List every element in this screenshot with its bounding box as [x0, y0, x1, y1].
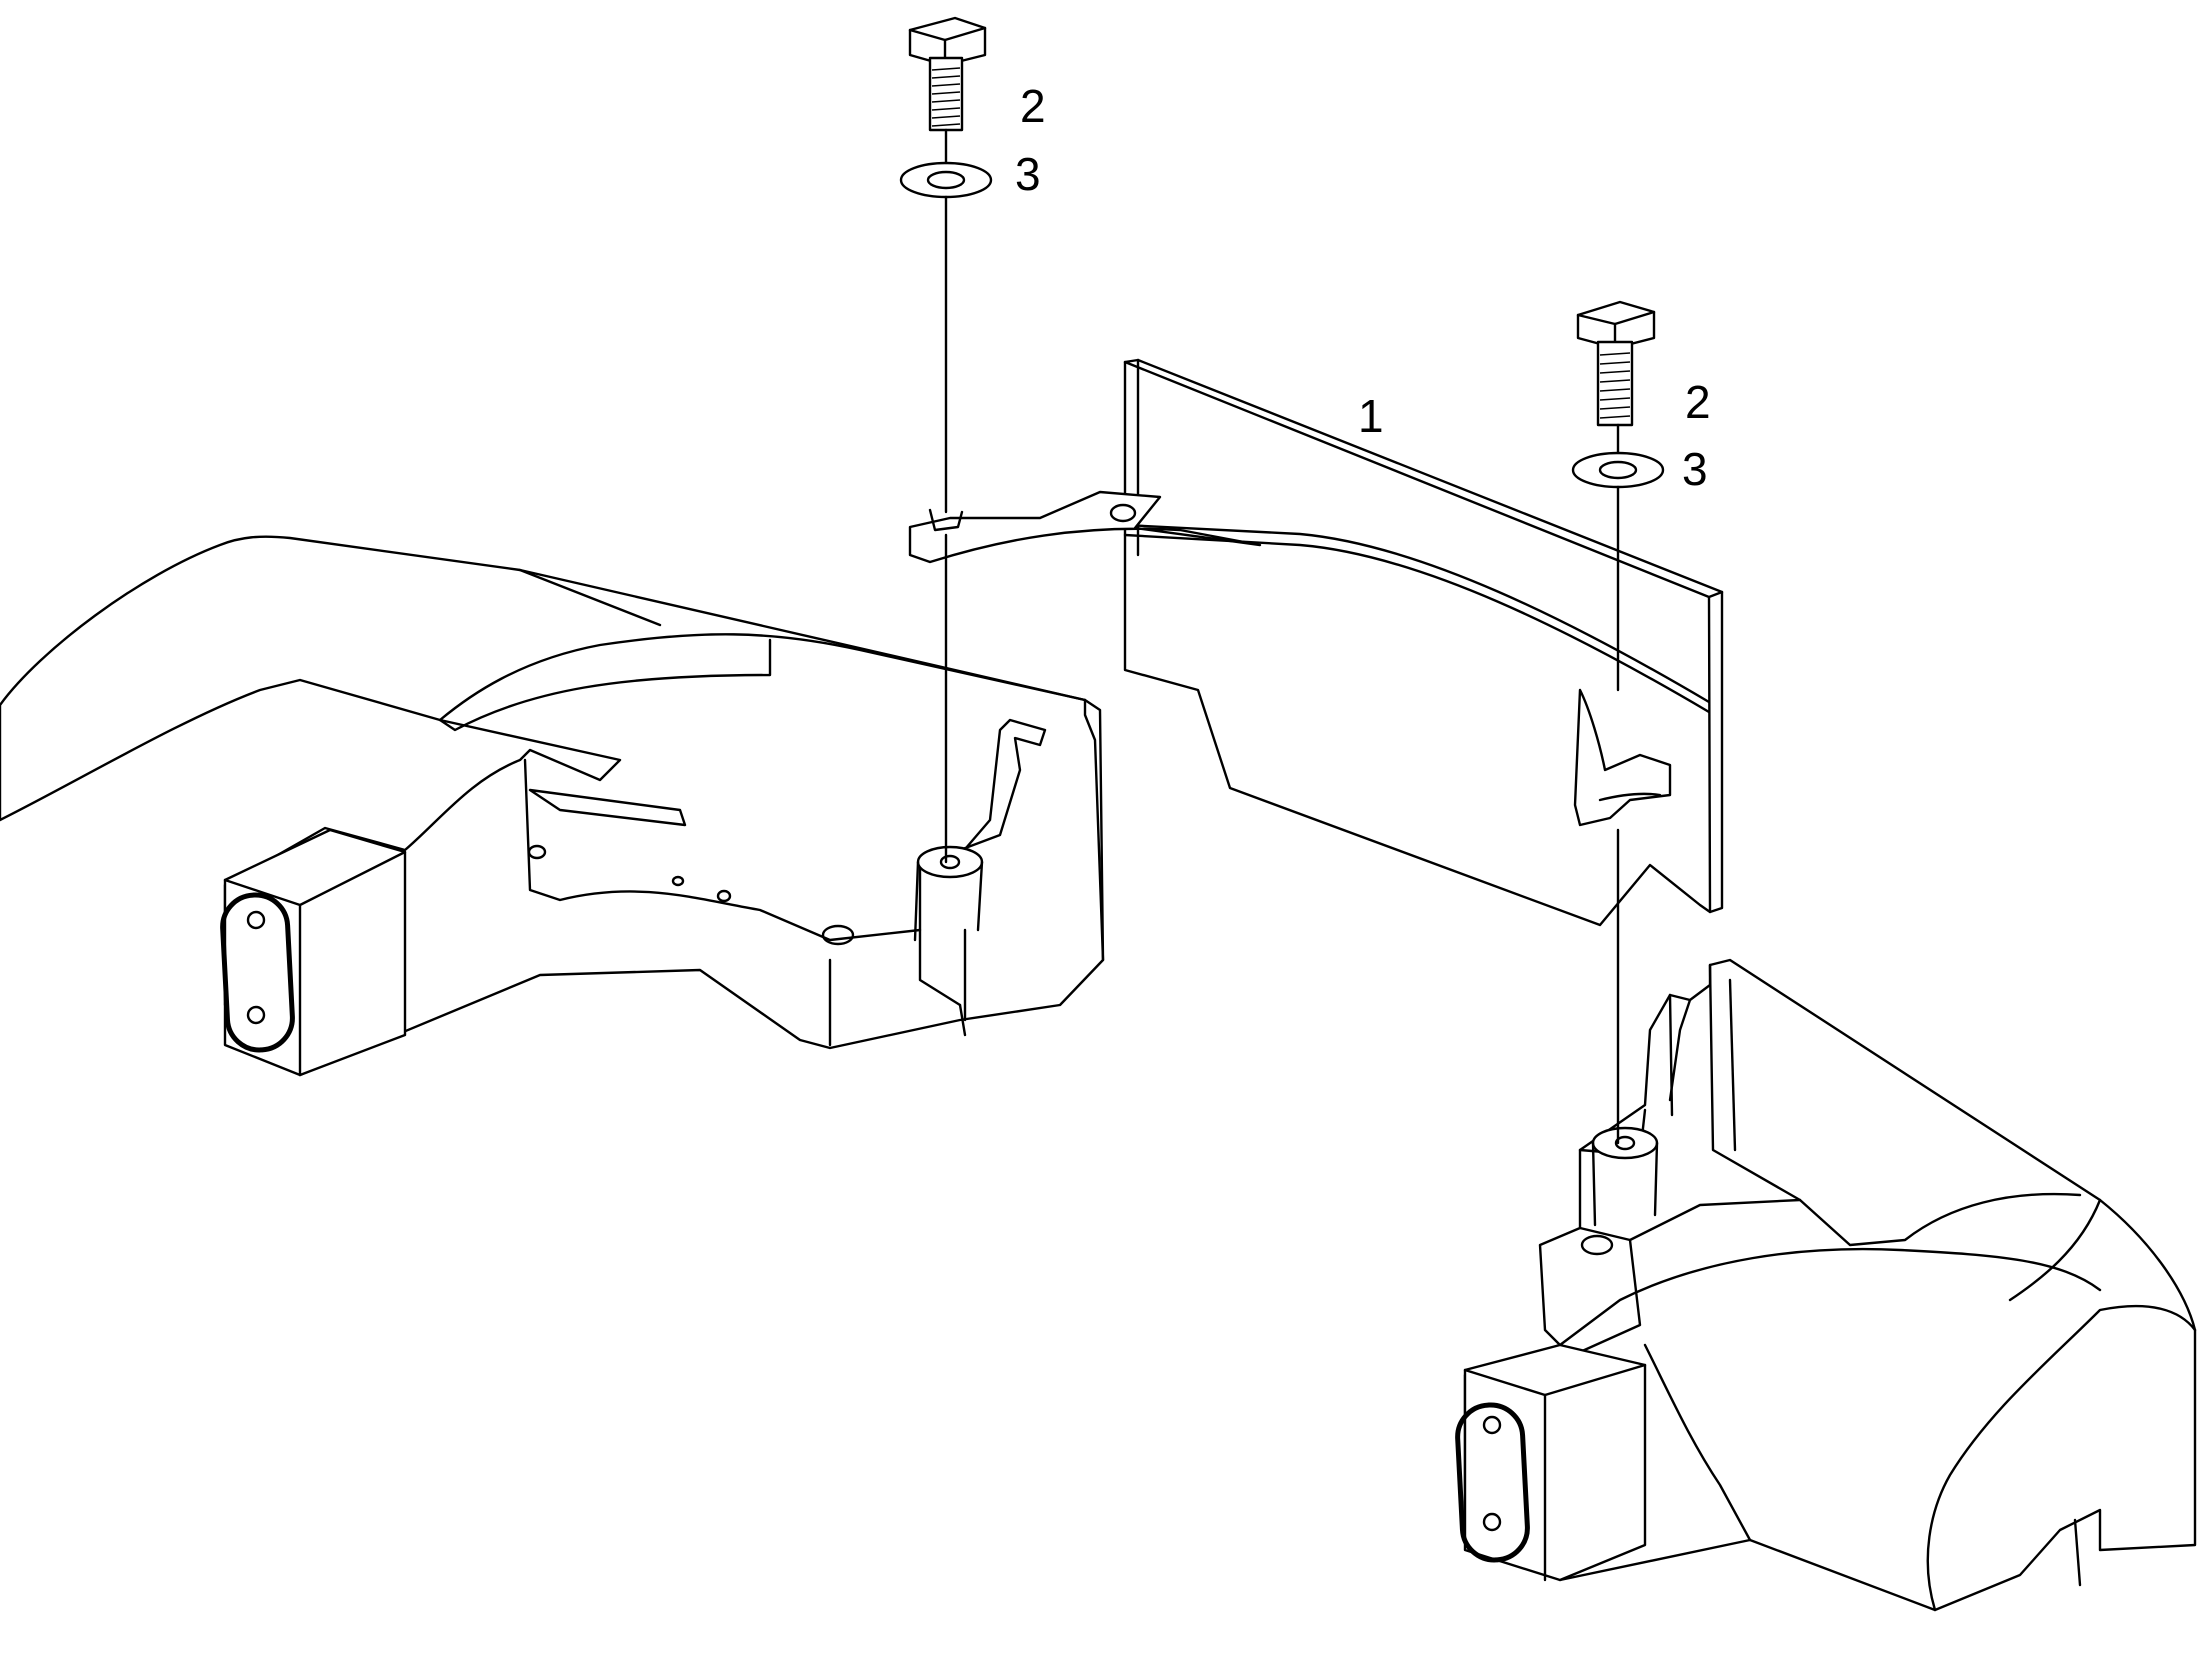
- shield-plate: [908, 358, 1724, 927]
- callout-bolt-left: 2: [1020, 80, 1046, 132]
- callout-bolt-right: 2: [1685, 376, 1711, 428]
- assembly-lines: [944, 128, 1620, 1145]
- bolt-right: [1576, 300, 1656, 427]
- right-housing: [1455, 958, 2197, 1612]
- left-housing: [0, 535, 1105, 1077]
- callout-washer-right: 3: [1682, 443, 1708, 495]
- callout-plate: 1: [1358, 390, 1384, 442]
- bolt-left: [908, 16, 987, 132]
- washer-right: [1571, 451, 1665, 489]
- callout-washer-left: 3: [1015, 148, 1041, 200]
- washer-left: [899, 161, 993, 199]
